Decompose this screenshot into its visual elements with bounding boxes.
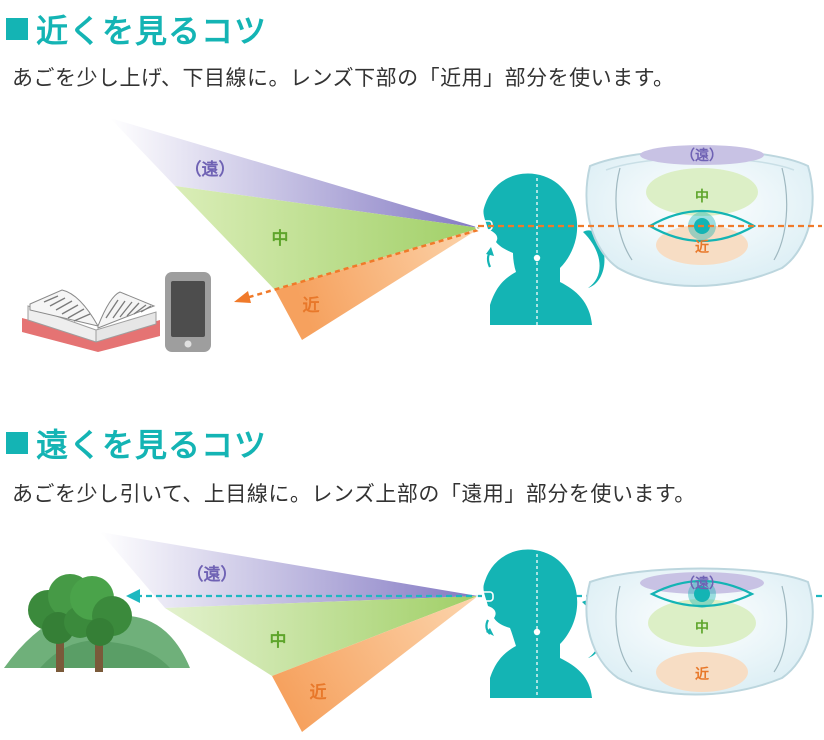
mid-zone-wedge [175,186,480,290]
title-square-icon [6,18,28,40]
sightline-arrowhead-icon [234,291,251,303]
mid-zone-label: 中 [272,228,289,249]
section-title: 遠くを見るコツ [6,420,267,466]
lens-far-label: （遠） [681,147,723,164]
near-zone-label: 近 [310,682,327,703]
near-diagram: （遠） 中 近 [22,118,822,352]
woman-profile-icon [475,173,605,325]
lens-icon: （遠） 中 近 [585,567,814,696]
mid-zone-wedge [165,596,478,676]
section-title: 近くを見るコツ [6,6,267,52]
sightline-arrowhead-icon [126,589,140,603]
smartphone-icon [165,272,211,352]
lens-near-label: 近 [695,666,709,683]
far-zone-wedge [100,532,478,608]
lens-near-label: 近 [695,239,709,256]
far-diagram: （遠） 中 近 [4,532,822,732]
near-sightline [245,228,479,300]
section-description: あごを少し上げ、下目線に。レンズ下部の「近用」部分を使います。 [12,66,675,90]
far-zone-wedge [110,118,480,228]
near-zone-wedge [272,596,478,732]
near-section: 近くを見るコツ あごを少し上げ、下目線に。レンズ下部の「近用」部分を使います。 [6,6,822,352]
section-title-text: 遠くを見るコツ [36,426,268,464]
near-zone-label: 近 [303,295,320,316]
far-zone-label: （遠） [187,564,238,585]
book-icon [22,289,160,352]
lens-mid-label: 中 [695,619,709,636]
far-zone-label: （遠） [185,159,236,180]
lens-far-label: （遠） [681,575,723,592]
near-zone-wedge [275,228,480,340]
title-square-icon [6,432,28,454]
trees-icon [4,574,190,672]
mid-zone-label: 中 [270,630,287,651]
lens-mid-label: 中 [695,188,709,205]
section-title-text: 近くを見るコツ [36,12,268,50]
woman-profile-icon [476,549,605,698]
section-description: あごを少し引いて、上目線に。レンズ上部の「遠用」部分を使います。 [12,482,696,506]
lens-icon: （遠） 中 近 [585,145,814,287]
far-section: 遠くを見るコツ あごを少し引いて、上目線に。レンズ上部の「遠用」部分を使います。 [0,420,824,740]
